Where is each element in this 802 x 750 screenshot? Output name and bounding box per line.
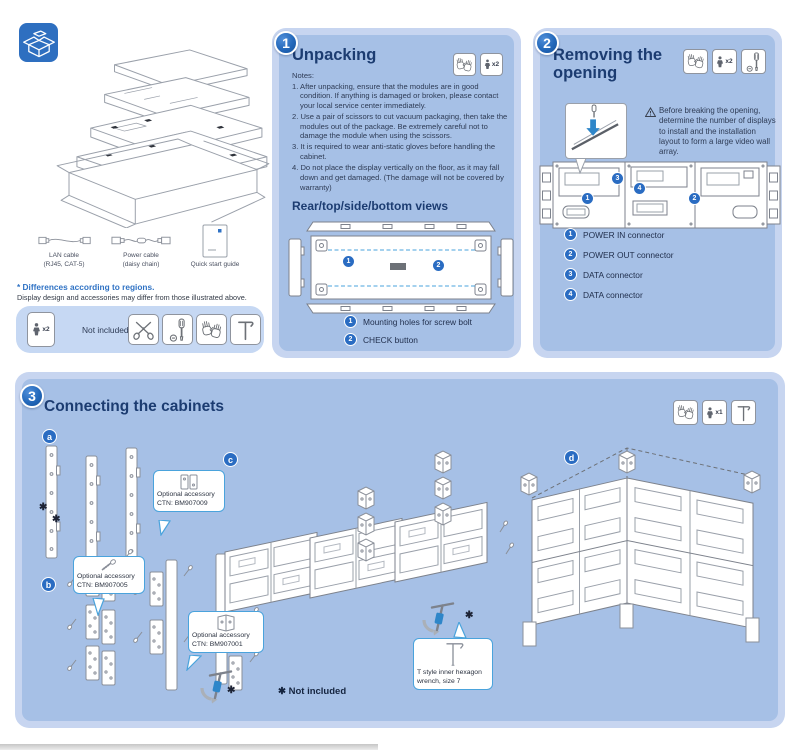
screwdriver-icon [162, 314, 193, 345]
person-count-icon: x1 [702, 400, 727, 425]
section1-views-heading: Rear/top/side/bottom views [292, 199, 449, 213]
diagram-badge-2: 2 [432, 259, 445, 272]
regions-detail: Display design and accessories may diffe… [17, 293, 247, 302]
section1-requirement-icons: x2 [453, 53, 503, 76]
person-count-icon: x2 [480, 53, 503, 76]
section1-title: Unpacking [292, 46, 377, 64]
warning-icon [645, 107, 656, 117]
screwdriver-icon [741, 49, 766, 74]
section2-number-badge: 2 [535, 31, 559, 55]
legend-item: 4 DATA connector [564, 288, 674, 301]
legend-item: 2 POWER OUT connector [564, 248, 674, 261]
power-cable-label: Power cable (daisy chain) [122, 252, 160, 268]
t-wrench-icon [230, 314, 261, 345]
next-page-edge [0, 744, 378, 750]
section1-notes: Notes: 1. After unpacking, ensure that t… [292, 71, 508, 192]
section2-legend: 1 POWER IN connector 2 POWER OUT connect… [564, 228, 674, 301]
legend-item: 1 POWER IN connector [564, 228, 674, 241]
not-included-label: Not included: [82, 324, 131, 335]
lan-cable-icon [38, 236, 91, 245]
not-included-asterisk: ✱ [52, 514, 61, 525]
rear-top-side-bottom-views-diagram [288, 221, 514, 314]
inset-pointer-tail [574, 156, 588, 174]
gloves-icon [453, 53, 476, 76]
legend-item: 2 CHECK button [344, 333, 472, 346]
callout-tail [186, 655, 202, 671]
step-b-badge: b [41, 577, 56, 592]
quick-start-guide-label: Quick start guide [190, 261, 240, 268]
step-d-badge: d [564, 450, 579, 465]
not-included-box: x2 Not included: [16, 306, 264, 353]
gloves-icon [673, 400, 698, 425]
section3-requirement-icons: x1 [673, 400, 756, 425]
t-wrench-icon [731, 400, 756, 425]
optional-accessory-bm907009-callout: Optional accessory CTN: BM907009 [153, 470, 225, 512]
t-wrench-drawing [446, 643, 464, 666]
opening-break-inset [565, 103, 627, 159]
callout-tail [92, 598, 105, 616]
regions-note: * Differences according to regions. [17, 282, 155, 292]
gloves-icon [196, 314, 227, 345]
section1-number-badge: 1 [274, 31, 298, 55]
diagram-badge-4: 4 [633, 182, 646, 195]
optional-accessory-bm907001-callout: Optional accessory CTN: BM907001 [188, 611, 264, 653]
section1-legend: 1 Mounting holes for screw bolt 2 CHECK … [344, 315, 472, 346]
not-included-asterisk: ✱ [465, 610, 474, 621]
packaging-exploded-illustration [56, 49, 270, 228]
callout-tail [158, 520, 172, 536]
diagram-badge-2: 2 [688, 192, 701, 205]
screw-icon [101, 559, 116, 571]
section2-title: Removing the opening [553, 46, 663, 83]
not-included-asterisk: ✱ [227, 685, 236, 696]
bracket-pair-icon [180, 474, 198, 490]
connecting-cabinets-illustration [45, 445, 761, 706]
quick-start-guide-icon [202, 224, 228, 258]
t-wrench-callout: T style inner hexagon wrench, size 7 [413, 638, 493, 690]
optional-accessory-bm907005-callout: Optional accessory CTN: BM907005 [73, 556, 145, 594]
legend-item: 3 DATA connector [564, 268, 674, 281]
legend-item: 1 Mounting holes for screw bolt [344, 315, 472, 328]
not-included-asterisk: ✱ [39, 502, 48, 513]
lan-cable-label: LAN cable (RJ45, CAT-5) [43, 252, 85, 268]
unboxing-icon [19, 23, 58, 62]
person-count-icon: x2 [27, 312, 55, 347]
diagram-badge-3: 3 [611, 172, 624, 185]
power-cable-icon [111, 236, 171, 245]
step-c-badge: c [223, 452, 238, 467]
not-included-note: ✱ Not included [278, 686, 347, 697]
section2-requirement-icons: x2 [683, 49, 766, 74]
section3-title: Connecting the cabinets [44, 398, 224, 415]
corner-bracket-icon [217, 614, 235, 632]
diagram-badge-1: 1 [581, 192, 594, 205]
diagram-badge-1: 1 [342, 255, 355, 268]
person-count-icon: x2 [712, 49, 737, 74]
gloves-icon [683, 49, 708, 74]
section3-number-badge: 3 [20, 384, 44, 408]
callout-tail [453, 622, 467, 639]
section2-warning: Before breaking the opening, determine t… [645, 106, 777, 157]
step-a-badge: a [42, 429, 57, 444]
scissors-icon [128, 314, 159, 345]
